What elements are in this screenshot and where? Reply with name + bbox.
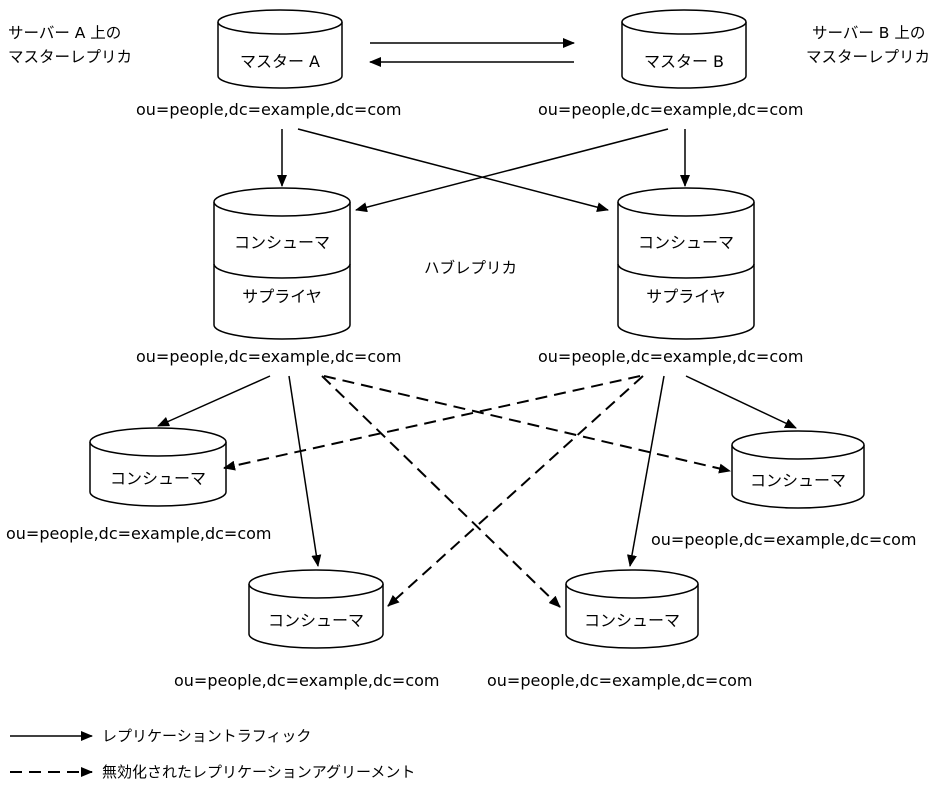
arrow-master-b-to-hub-left	[355, 128, 669, 213]
hub-left-node: コンシューマ サプライヤ	[213, 187, 351, 340]
arrow-hub-left-to-consumer-1	[157, 375, 271, 427]
arrow-hub-right-to-consumer-4	[627, 375, 665, 567]
server-a-label-line2: マスターレプリカ	[8, 48, 132, 66]
master-b-label: マスター B	[644, 52, 724, 71]
hub-right-suffix: ou=people,dc=example,dc=com	[538, 347, 804, 366]
consumer-4-label: コンシューマ	[584, 611, 680, 630]
consumer-4-suffix: ou=people,dc=example,dc=com	[487, 671, 753, 690]
hub-left-supplier-label: サプライヤ	[242, 287, 322, 306]
arrow-hub-right-to-consumer-2	[685, 375, 797, 429]
hub-replica-label: ハブレプリカ	[424, 258, 517, 277]
legend-solid-label: レプリケーショントラフィック	[102, 727, 311, 745]
consumer-2-label: コンシューマ	[750, 471, 846, 490]
legend: レプリケーショントラフィック 無効化されたレプリケーションアグリーメント	[10, 727, 415, 781]
master-a-node: マスター A	[217, 9, 343, 89]
arrow-hub-left-to-consumer-3	[288, 375, 322, 567]
hub-left-consumer-label: コンシューマ	[234, 233, 330, 252]
server-b-label-line1: サーバー B 上の	[812, 24, 925, 42]
consumer-1-suffix: ou=people,dc=example,dc=com	[6, 524, 272, 543]
consumer-2-node: コンシューマ	[731, 430, 865, 509]
legend-dashed-label: 無効化されたレプリケーションアグリーメント	[102, 763, 415, 781]
dashed-hub-right-to-consumer-3	[387, 375, 644, 607]
dashed-hub-left-to-consumer-4	[321, 375, 561, 608]
master-b-node: マスター B	[621, 9, 747, 89]
dashed-hub-left-to-consumer-2	[323, 375, 731, 474]
hub-right-consumer-label: コンシューマ	[638, 233, 734, 252]
master-a-suffix: ou=people,dc=example,dc=com	[136, 100, 402, 119]
consumer-1-label: コンシューマ	[110, 469, 206, 488]
master-a-label: マスター A	[240, 52, 320, 71]
server-b-label-line2: マスターレプリカ	[806, 48, 930, 66]
consumer-2-suffix: ou=people,dc=example,dc=com	[651, 530, 917, 549]
consumer-3-node: コンシューマ	[248, 569, 384, 649]
hub-right-node: コンシューマ サプライヤ	[617, 187, 755, 340]
dashed-hub-right-to-consumer-1	[223, 375, 641, 471]
consumer-3-label: コンシューマ	[268, 611, 364, 630]
arrow-master-a-to-hub-right	[297, 128, 609, 213]
consumer-3-suffix: ou=people,dc=example,dc=com	[174, 671, 440, 690]
server-a-label-line1: サーバー A 上の	[8, 24, 121, 42]
hub-right-supplier-label: サプライヤ	[646, 287, 726, 306]
consumer-1-node: コンシューマ	[89, 427, 227, 507]
master-b-suffix: ou=people,dc=example,dc=com	[538, 100, 804, 119]
consumer-4-node: コンシューマ	[565, 569, 699, 649]
hub-left-suffix: ou=people,dc=example,dc=com	[136, 347, 402, 366]
